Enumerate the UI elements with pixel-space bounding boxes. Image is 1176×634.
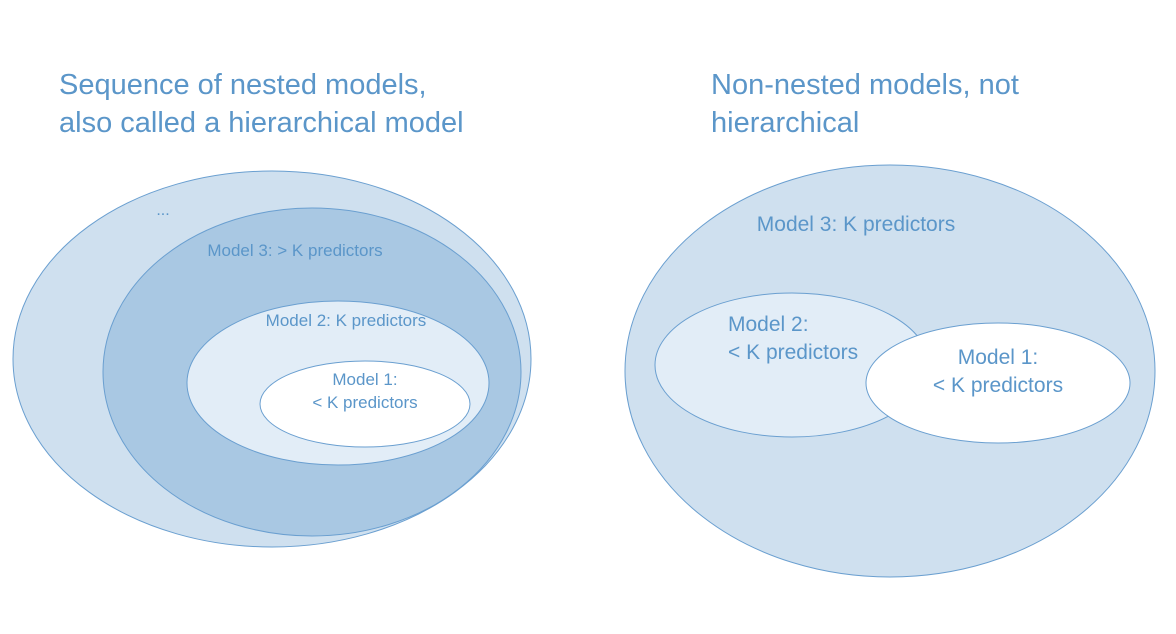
left-model1-label-line1: Model 1:	[332, 370, 397, 389]
right-model1-label-line2: < K predictors	[933, 374, 1063, 397]
right-title-line2: hierarchical	[711, 107, 860, 139]
left-outer-label: ...	[156, 202, 169, 219]
right-model2-label-line2: < K predictors	[728, 341, 858, 364]
right-model2-label-line1: Model 2:	[728, 313, 809, 336]
right-model3-label: Model 3: K predictors	[757, 213, 955, 236]
left-model2-label: Model 2: K predictors	[266, 311, 427, 330]
left-nested-diagram: ... Model 3: > K predictors Model 2: K p…	[12, 170, 532, 548]
left-model1-label-line2: < K predictors	[312, 393, 417, 412]
left-model3-label: Model 3: > K predictors	[207, 241, 382, 260]
left-title-line1: Sequence of nested models,	[59, 69, 427, 101]
right-panel-title: Non-nested models, not hierarchical	[711, 66, 1019, 142]
left-title-line2: also called a hierarchical model	[59, 107, 464, 139]
right-title-line1: Non-nested models, not	[711, 69, 1019, 101]
right-model1-label-line1: Model 1:	[958, 346, 1039, 369]
right-model1-ellipse	[865, 322, 1131, 444]
right-nonnested-diagram: Model 3: K predictors Model 2: < K predi…	[624, 164, 1156, 578]
left-model1-ellipse	[259, 360, 471, 448]
left-panel-title: Sequence of nested models, also called a…	[59, 66, 464, 142]
